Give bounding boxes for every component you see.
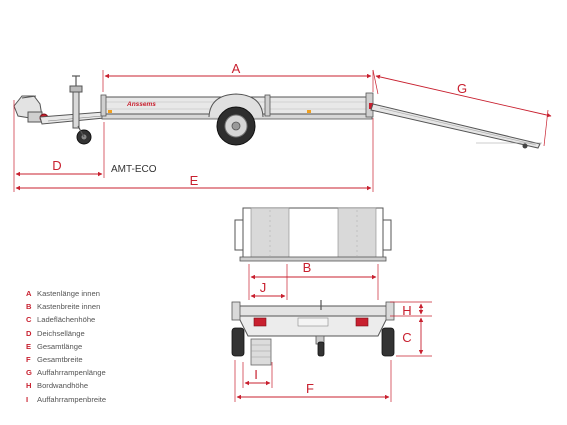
label-g: G <box>457 81 467 96</box>
dimension-j: J <box>250 264 288 300</box>
model-name: AMT-ECO <box>111 164 157 175</box>
label-h: H <box>402 303 411 318</box>
drawbar <box>39 111 105 125</box>
legend-text: Bordwandhöhe <box>37 381 89 391</box>
label-j: J <box>260 280 267 295</box>
legend-item: F Gesamtbreite <box>26 353 106 366</box>
legend-text: Gesamtlänge <box>37 341 83 351</box>
dimension-i: I <box>242 362 273 388</box>
label-i: I <box>254 367 258 382</box>
legend-text: Gesamtbreite <box>37 354 83 364</box>
legend-item: C Ladeflächenhöhe <box>26 313 106 326</box>
legend-text: Ladeflächenhöhe <box>37 315 96 325</box>
legend-item: A Kastenlänge innen <box>26 287 106 300</box>
legend-text: Kastenlänge innen <box>37 289 100 298</box>
label-c: C <box>402 330 411 345</box>
legend-key: G <box>26 368 32 378</box>
legend-text: Auffahrrampenbreite <box>37 394 107 404</box>
rear-view: H C I F <box>231 300 432 402</box>
side-view: Anssems A G <box>13 61 552 192</box>
legend-item: G Auffahrrampenlänge <box>26 366 106 379</box>
legend-key: C <box>26 315 32 325</box>
jockey-wheel <box>69 75 92 145</box>
legend-item: B Kastenbreite innen <box>26 300 106 313</box>
dimension-a: A <box>102 61 374 92</box>
dimension-h: H <box>390 301 432 318</box>
legend-text: Auffahrrampenlänge <box>37 368 106 378</box>
legend-key: H <box>26 381 32 391</box>
legend-text: Kastenbreite innen <box>37 302 101 312</box>
dimension-e: E <box>15 118 374 192</box>
label-f: F <box>306 381 314 396</box>
loading-ramp <box>370 103 542 149</box>
legend-item: E Gesamtlänge <box>26 340 106 353</box>
legend-key: E <box>26 341 32 351</box>
legend-key: F <box>26 354 31 364</box>
legend-text: Deichsellänge <box>37 328 85 338</box>
legend-item: D Deichsellänge <box>26 327 106 340</box>
dimension-f: F <box>234 360 392 402</box>
label-d: D <box>52 158 61 173</box>
dimension-b: B <box>248 260 379 300</box>
label-b: B <box>303 260 312 275</box>
dimension-c: C <box>396 317 432 357</box>
dimension-d: D <box>13 100 105 192</box>
top-view: B J <box>234 207 392 300</box>
legend-key: A <box>26 289 32 298</box>
legend-item: H Bordwandhöhe <box>26 379 106 392</box>
legend-item: I Auffahrrampenbreite <box>26 393 106 406</box>
legend-key: I <box>26 394 29 404</box>
legend-key: D <box>26 328 32 338</box>
label-e: E <box>190 173 199 188</box>
dimension-legend: A Kastenlänge innen B Kastenbreite innen C… <box>26 287 106 406</box>
dimension-g: G <box>372 69 552 147</box>
legend-key: B <box>26 302 32 312</box>
wheel-assembly <box>208 93 264 146</box>
label-a: A <box>232 61 241 76</box>
brand-logo: Anssems <box>126 101 156 108</box>
